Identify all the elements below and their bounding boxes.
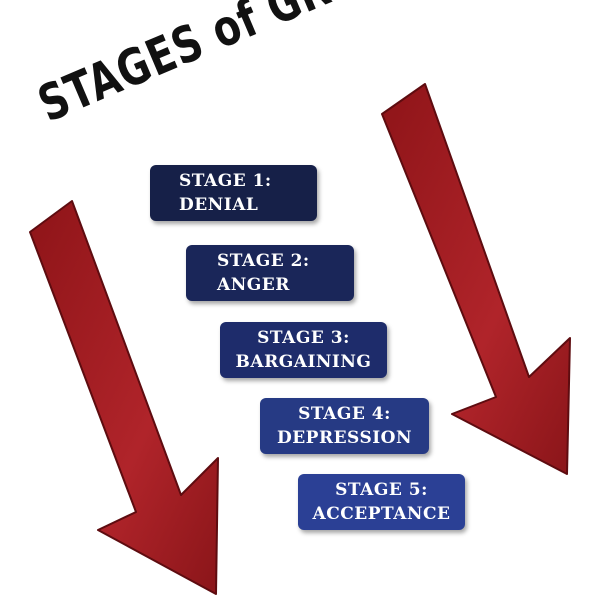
stage-1-label: STAGE 1: <box>179 171 272 191</box>
stage-3-box: STAGE 3: BARGAINING <box>220 322 387 378</box>
stage-1-box: STAGE 1: DENIAL <box>150 165 317 221</box>
stage-3-label: STAGE 3: <box>257 328 350 348</box>
stage-1-name: DENIAL <box>179 195 259 215</box>
stage-2-name: ANGER <box>217 275 290 295</box>
stage-4-name: DEPRESSION <box>276 428 413 448</box>
stage-3-name: BARGAINING <box>235 352 372 372</box>
stage-4-box: STAGE 4: DEPRESSION <box>260 398 429 454</box>
stage-2-box: STAGE 2: ANGER <box>186 245 354 301</box>
stage-2-label: STAGE 2: <box>217 251 310 271</box>
stage-4-label: STAGE 4: <box>298 404 391 424</box>
stage-5-label: STAGE 5: <box>335 480 428 500</box>
stage-5-name: ACCEPTANCE <box>312 504 451 524</box>
stage-5-box: STAGE 5: ACCEPTANCE <box>298 474 465 530</box>
